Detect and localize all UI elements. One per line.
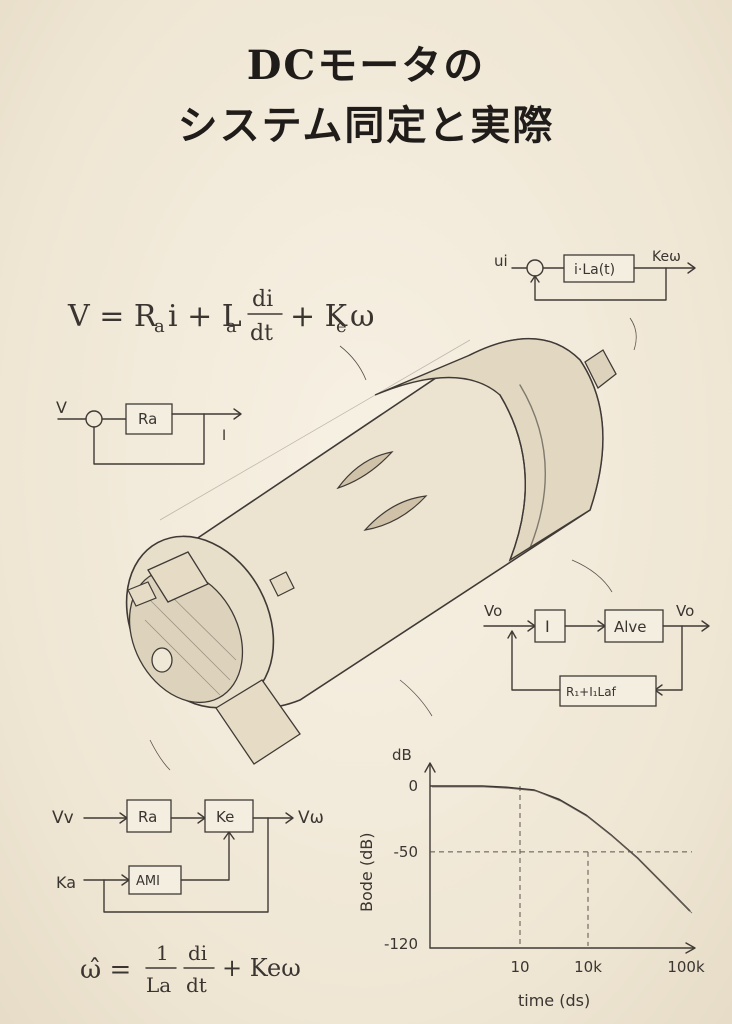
equation-bottom: ω̂ = 1 La di dt + Keω <box>80 941 301 997</box>
bode-y-tick-label: 0 <box>408 777 418 795</box>
bode-x-label: time (ds) <box>518 991 590 1010</box>
tr-sum-junction <box>526 259 544 277</box>
bode-curve-sketch-stroke <box>432 786 693 914</box>
mount-tab-right <box>269 571 295 597</box>
eq-bottom-frac2-num: di <box>188 941 207 965</box>
eq-top-lhs: V = R <box>67 299 158 334</box>
right-input-label: Vo <box>484 602 502 620</box>
vent-slot-1 <box>336 451 394 490</box>
front-shaft <box>151 647 173 673</box>
eq-top-sub-e: e <box>336 316 347 337</box>
eq-top-i: i + L <box>168 299 242 334</box>
bode-y-label: Bode (dB) <box>357 833 376 912</box>
right-block-1 <box>534 609 566 643</box>
bl-output-label: Vω <box>298 808 324 828</box>
dc-motor-illustration <box>125 317 637 771</box>
tr-output-label: Keω <box>652 249 681 265</box>
eq-top-sub-a1: a <box>154 316 165 337</box>
left-block-label: Ra <box>138 410 157 428</box>
right-block-2-label: Alve <box>614 618 647 636</box>
vent-slot-2 <box>363 495 428 531</box>
diagram-right: Vo I Alve Vo R₁+I₁Laf <box>483 602 710 707</box>
eq-top-omega: ω <box>350 299 374 334</box>
right-feedback-label: R₁+I₁Laf <box>566 685 617 699</box>
page-title: DCモータの システム同定と実際 <box>0 36 732 156</box>
left-sum-junction <box>85 410 103 428</box>
bode-y-tick-label: -50 <box>394 843 419 861</box>
left-input-label: V <box>56 398 67 417</box>
bode-curve <box>430 785 691 912</box>
right-feedback-block <box>559 675 657 707</box>
bode-x-tick-label: 100k <box>667 958 705 976</box>
bl-block-1 <box>126 799 172 833</box>
bode-x-tick-label: 10 <box>510 958 529 976</box>
diagram-top-right: ui i·La(t) Keω <box>494 249 696 301</box>
bl-block-1-label: Ra <box>138 808 157 826</box>
equation-top: V = R a i + L a di dt + K e ω <box>67 287 374 346</box>
bl-block-2 <box>204 799 254 833</box>
terminal-tab-top <box>147 551 209 603</box>
right-block-2 <box>604 609 664 643</box>
eq-bottom-frac1-den: La <box>146 973 171 997</box>
tr-input-label: ui <box>494 252 508 270</box>
rear-shaft <box>584 349 617 389</box>
bode-y-unit: dB <box>392 746 412 764</box>
title-line-1: DCモータの <box>246 42 486 89</box>
eq-bottom-frac1-num: 1 <box>156 941 169 965</box>
eq-top-sub-a2: a <box>226 316 237 337</box>
eq-top-tail: + K <box>290 299 348 334</box>
bl-input-1-label: Vv <box>52 808 74 828</box>
eq-top-frac-den: dt <box>250 321 273 346</box>
title-line-2: システム同定と実際 <box>177 102 555 149</box>
motor-rear-can <box>374 338 604 562</box>
right-output-label: Vo <box>676 602 694 620</box>
left-block <box>125 403 173 435</box>
bode-chart: dB Bode (dB) time (ds) 0 -50 -120 10 10k 100k <box>357 746 705 1010</box>
bl-input-2-label: Ka <box>56 873 76 892</box>
bode-x-tick-label: 10k <box>574 958 602 976</box>
mount-tab-left <box>127 581 157 607</box>
terminal-tab-bottom <box>215 679 301 765</box>
tr-block-label: i·La(t) <box>574 262 615 278</box>
bode-y-tick-label: -120 <box>384 935 418 953</box>
eq-bottom-tail: + Keω <box>222 954 301 982</box>
eq-bottom-frac2-den: dt <box>186 973 207 997</box>
bl-block-3-label: AMI <box>136 874 160 889</box>
bl-block-3 <box>128 865 182 895</box>
right-block-1-label: I <box>545 617 550 636</box>
diagram-bottom-left: Vv Ra Ke Vω Ka AMI <box>52 799 324 913</box>
eq-bottom-lhs: ω̂ = <box>80 955 131 985</box>
diagram-left: V Ra I <box>56 398 242 465</box>
left-output-label: I <box>222 428 226 444</box>
bl-block-2-label: Ke <box>216 808 234 826</box>
eq-top-frac-num: di <box>252 287 273 312</box>
